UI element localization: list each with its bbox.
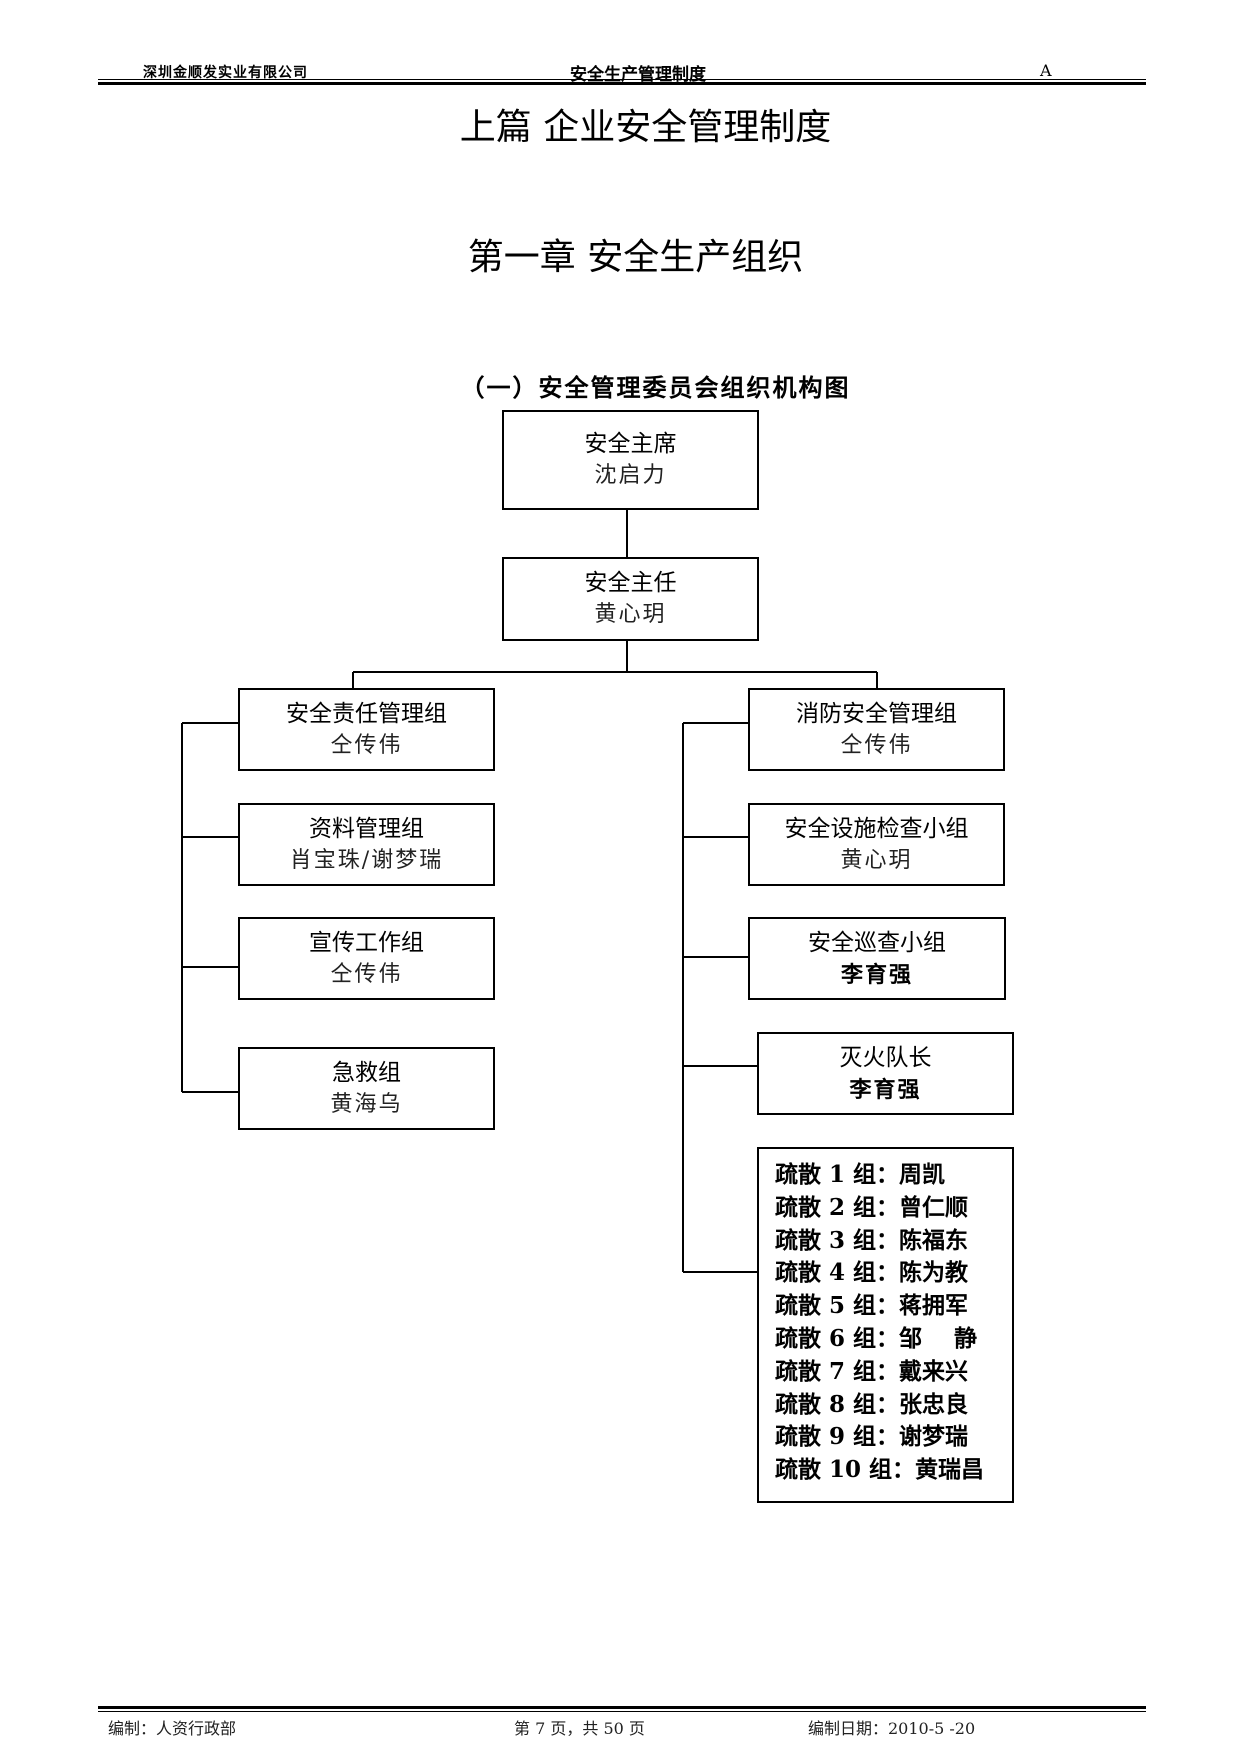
org-box-person: 仝传伟 xyxy=(840,732,913,758)
evacuation-group-item: 疏散 9 组：谢梦瑞 xyxy=(775,1423,969,1451)
org-box-title: 灭火队长 xyxy=(839,1044,932,1071)
org-box-person: 黄心玥 xyxy=(840,847,913,873)
evacuation-group-item: 疏散 10 组：黄瑞昌 xyxy=(775,1456,985,1484)
org-box-person: 仝传伟 xyxy=(330,732,403,758)
org-box-left-first-aid: 急救组 黄海乌 xyxy=(238,1047,495,1130)
org-box-person: 沈启力 xyxy=(594,463,667,488)
header-rule-thick xyxy=(98,82,1146,85)
org-box-person: 李育强 xyxy=(849,1076,922,1103)
org-box-title: 宣传工作组 xyxy=(309,929,424,956)
evacuation-group-item: 疏散 4 组：陈为教 xyxy=(775,1259,969,1287)
org-box-right-patrol: 安全巡查小组 李育强 xyxy=(748,917,1006,1000)
org-box-title: 安全巡查小组 xyxy=(808,929,946,956)
org-box-evacuation-groups: 疏散 1 组：周凯 疏散 2 组：曾仁顺 疏散 3 组：陈福东 疏散 4 组：陈… xyxy=(757,1147,1014,1503)
org-box-title: 消防安全管理组 xyxy=(796,700,957,727)
header-rule-thin xyxy=(98,79,1146,80)
org-box-title: 急救组 xyxy=(332,1059,401,1086)
footer-rule-thick xyxy=(98,1706,1146,1709)
evacuation-group-item: 疏散 1 组：周凯 xyxy=(775,1161,946,1188)
org-box-right-fire-safety: 消防安全管理组 仝传伟 xyxy=(748,688,1005,771)
footer-page-number: 第 7 页，共 50 页 xyxy=(514,1719,645,1738)
header-revision: A xyxy=(1040,61,1052,80)
footer-editor: 编制：人资行政部 xyxy=(108,1719,237,1738)
org-box-title: 安全主任 xyxy=(584,570,677,596)
chapter-title: 第一章 安全生产组织 xyxy=(467,237,804,278)
evacuation-group-item: 疏散 6 组：邹 静 xyxy=(775,1324,978,1352)
org-box-title: 资料管理组 xyxy=(309,815,424,842)
org-box-title: 安全责任管理组 xyxy=(286,700,447,727)
org-box-left-publicity: 宣传工作组 仝传伟 xyxy=(238,917,495,1000)
org-box-title: 安全主席 xyxy=(584,431,677,457)
evacuation-group-item: 疏散 7 组：戴来兴 xyxy=(775,1357,969,1385)
footer-date: 编制日期：2010-5 -20 xyxy=(808,1719,976,1738)
org-box-right-facility-check: 安全设施检查小组 黄心玥 xyxy=(748,803,1005,886)
evacuation-group-item: 疏散 5 组：蒋拥军 xyxy=(775,1292,969,1320)
header-doc-title: 安全生产管理制度 xyxy=(570,65,706,85)
org-box-left-documents: 资料管理组 肖宝珠/谢梦瑞 xyxy=(238,803,495,886)
section-title: （一）安全管理委员会组织机构图 xyxy=(460,374,851,402)
org-box-person: 肖宝珠/谢梦瑞 xyxy=(289,847,444,873)
org-box-person: 李育强 xyxy=(840,961,913,988)
org-box-director: 安全主任 黄心玥 xyxy=(502,557,759,641)
org-box-person: 仝传伟 xyxy=(330,961,403,987)
org-box-left-responsibility: 安全责任管理组 仝传伟 xyxy=(238,688,495,771)
org-box-title: 安全设施检查小组 xyxy=(784,815,969,842)
org-box-person: 黄海乌 xyxy=(330,1091,403,1117)
evacuation-group-item: 疏散 8 组：张忠良 xyxy=(775,1390,969,1418)
footer-rule-thin xyxy=(98,1711,1146,1712)
evacuation-group-item: 疏散 2 组：曾仁顺 xyxy=(775,1193,969,1221)
evacuation-group-item: 疏散 3 组：陈福东 xyxy=(775,1226,969,1254)
part-title: 上篇 企业安全管理制度 xyxy=(459,107,832,148)
org-box-chair: 安全主席 沈启力 xyxy=(502,410,759,510)
org-box-person: 黄心玥 xyxy=(594,602,667,627)
header-company: 深圳金顺发实业有限公司 xyxy=(143,65,308,81)
org-box-right-fire-captain: 灭火队长 李育强 xyxy=(757,1032,1014,1115)
